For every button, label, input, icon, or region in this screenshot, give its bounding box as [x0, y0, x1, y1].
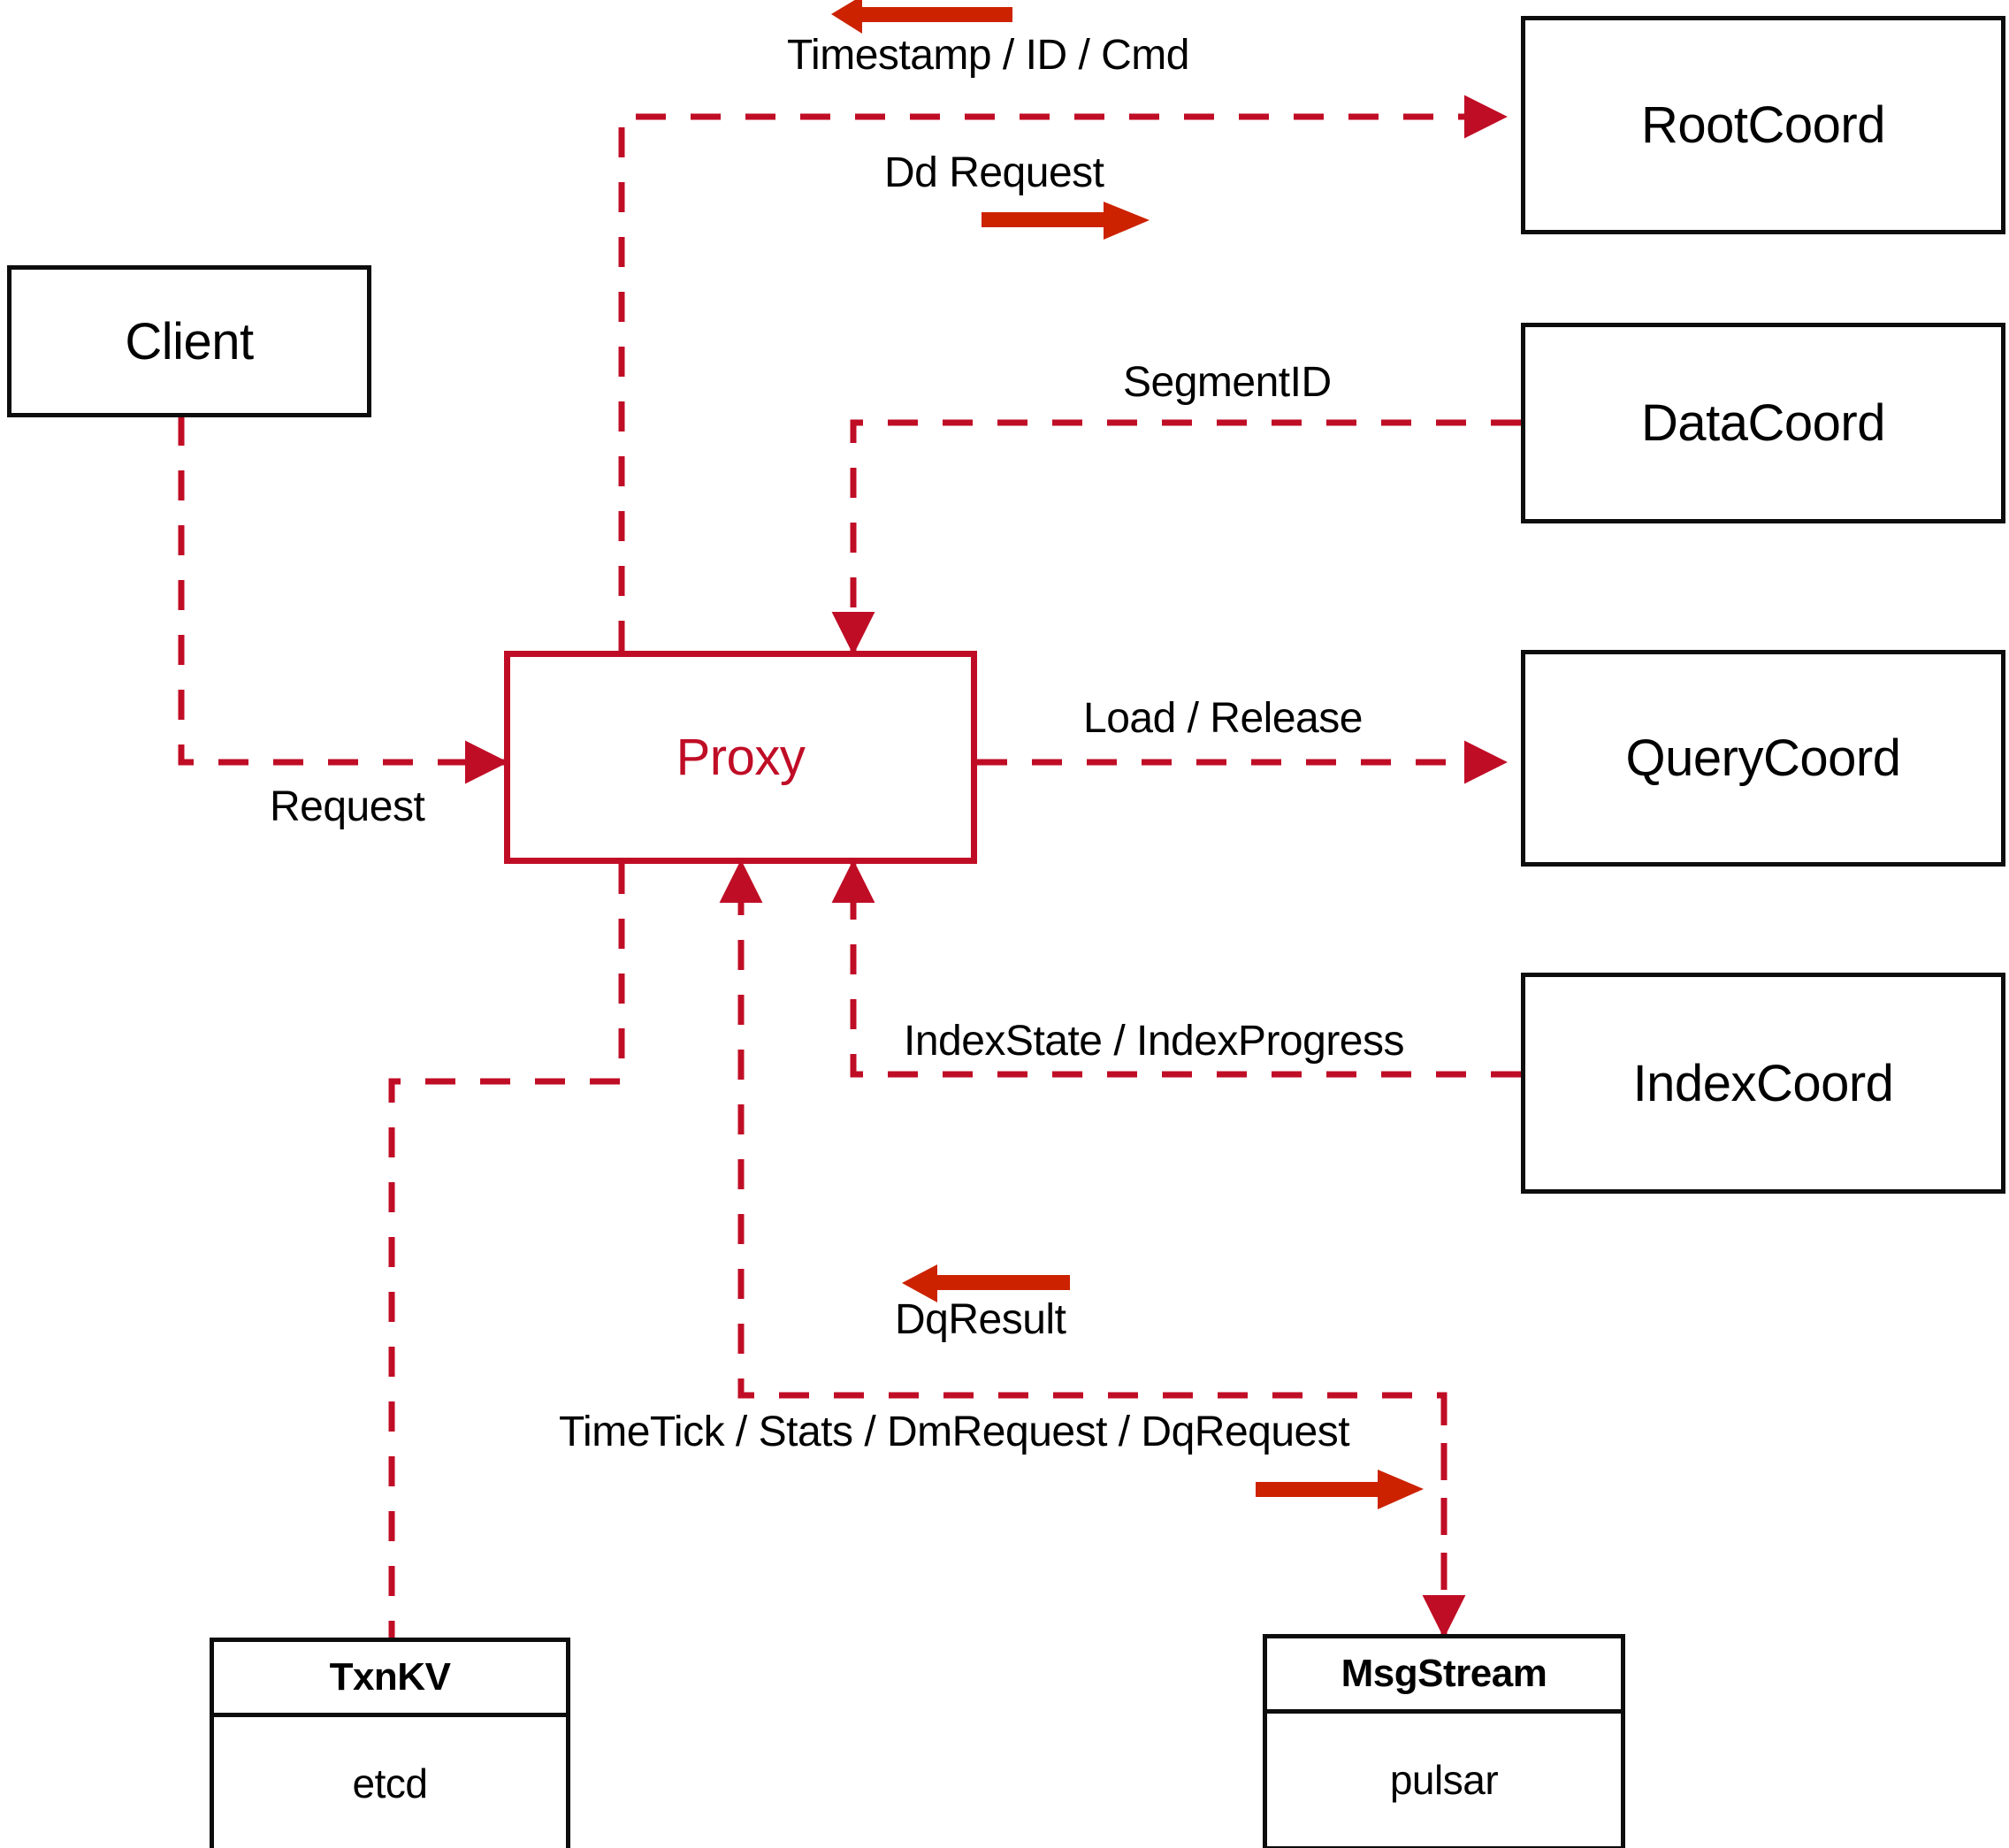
edge-proxy-to-rootcoord [618, 95, 1508, 651]
edge-proxy-to-txnkv [388, 864, 625, 1638]
store-msgstream-title: MsgStream [1267, 1638, 1621, 1714]
edge-label-segmentid: SegmentID [1123, 359, 1332, 406]
store-txnkv-title: TxnKV [214, 1642, 566, 1717]
edge-label-dd-request: Dd Request [884, 149, 1104, 196]
store-txnkv[interactable]: TxnKV etcd [210, 1638, 570, 1848]
node-proxy-label: Proxy [676, 729, 806, 786]
edge-datacoord-to-proxy [831, 419, 1521, 655]
arrow-timestamp-left [831, 0, 1012, 34]
node-rootcoord[interactable]: RootCoord [1521, 16, 2005, 234]
store-msgstream-impl: pulsar [1389, 1757, 1499, 1803]
store-txnkv-impl: etcd [352, 1760, 428, 1806]
node-indexcoord[interactable]: IndexCoord [1521, 973, 2005, 1194]
node-proxy[interactable]: Proxy [504, 651, 977, 864]
edge-indexcoord-to-proxy [831, 859, 1521, 1078]
edge-label-timetick-stats: TimeTick / Stats / DmRequest / DqRequest [559, 1409, 1350, 1455]
node-indexcoord-label: IndexCoord [1632, 1054, 1894, 1112]
node-datacoord[interactable]: DataCoord [1521, 323, 2005, 523]
node-datacoord-label: DataCoord [1641, 394, 1885, 452]
store-msgstream[interactable]: MsgStream pulsar [1263, 1634, 1625, 1848]
arrow-ddrequest-right [982, 202, 1150, 240]
edge-label-timestamp-id-cmd: Timestamp / ID / Cmd [787, 32, 1189, 79]
arrow-dqrequest-right [1256, 1470, 1424, 1509]
edge-label-request: Request [270, 783, 425, 830]
node-querycoord[interactable]: QueryCoord [1521, 650, 2005, 867]
arrow-dqresult-left [902, 1264, 1070, 1302]
edge-client-to-proxy [178, 416, 508, 784]
edge-msgstream-to-proxy [719, 859, 1448, 1638]
node-rootcoord-label: RootCoord [1641, 96, 1885, 154]
node-client-label: Client [125, 312, 254, 370]
edge-label-indexstate: IndexState / IndexProgress [904, 1018, 1405, 1065]
node-querycoord-label: QueryCoord [1625, 729, 1901, 787]
direction-arrows [831, 0, 1424, 1509]
node-client[interactable]: Client [7, 265, 371, 417]
edge-label-load-release: Load / Release [1083, 695, 1363, 742]
edge-label-dqresult: DqResult [895, 1296, 1066, 1343]
